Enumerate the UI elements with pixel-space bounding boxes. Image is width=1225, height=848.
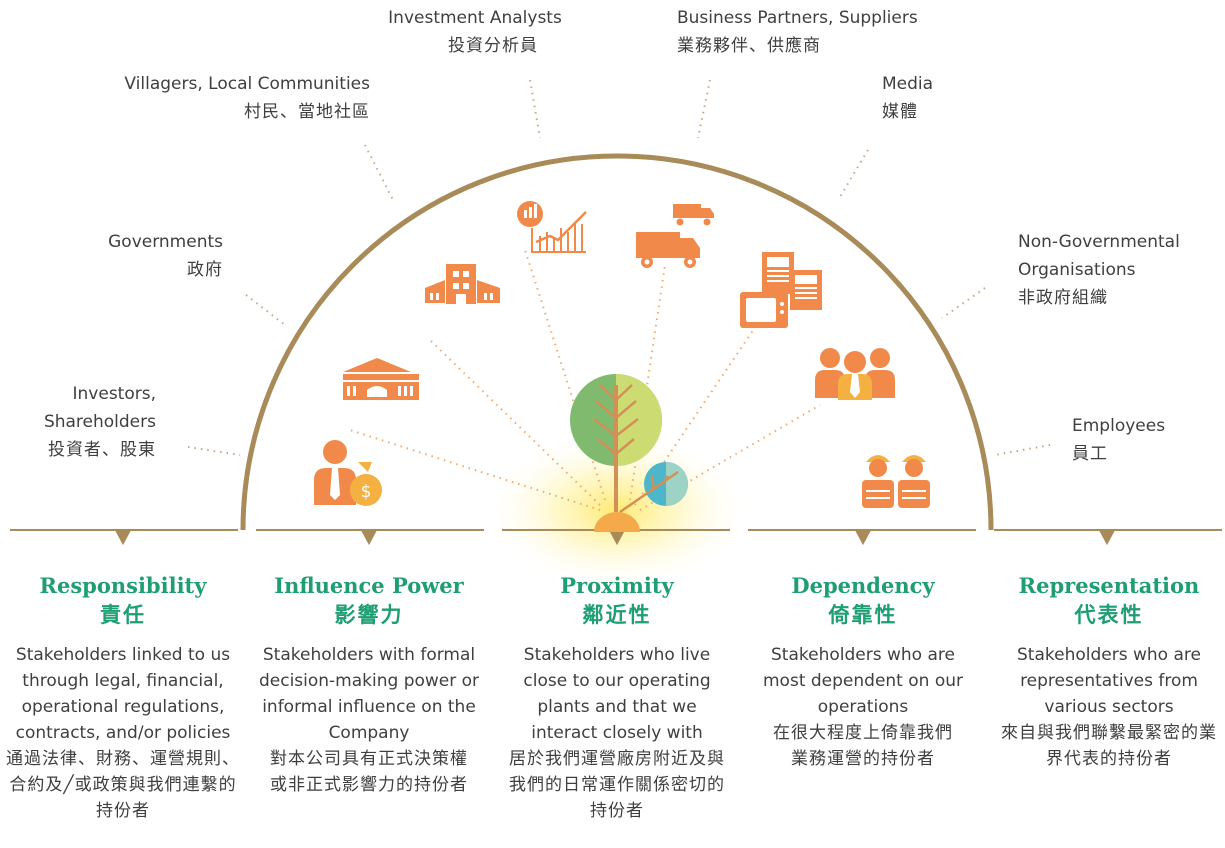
category-title-zh: 鄰近性 (582, 602, 652, 627)
stakeholder-label-en: Governments (108, 232, 223, 252)
category-title-zh: 影響力 (334, 602, 404, 627)
stakeholder-governments: Governments 政府 (80, 228, 223, 284)
category-description: Stakeholders with formal decision-making… (258, 645, 480, 743)
stakeholder-business-partners: Business Partners, Suppliers 業務夥伴、供應商 (677, 4, 937, 60)
category-description: Stakeholders who are most dependent on o… (763, 645, 963, 717)
stakeholder-label-en: Non-Governmental Organisations (1018, 232, 1180, 280)
outer-rays (187, 79, 1051, 456)
category-description: Stakeholders linked to us through legal,… (15, 645, 231, 743)
tree-icon (570, 374, 688, 532)
stakeholder-label-en: Employees (1072, 416, 1166, 436)
category-dependency: Dependency 倚靠性 Stakeholders who are most… (743, 572, 983, 772)
stakeholder-label-zh: 非政府組織 (1018, 288, 1108, 308)
factory-buildings-icon (425, 264, 500, 304)
stakeholder-label-zh: 業務夥伴、供應商 (677, 36, 821, 56)
category-proximity: Proximity 鄰近性 Stakeholders who live clos… (497, 572, 737, 824)
category-representation: Representation 代表性 Stakeholders who are … (989, 572, 1225, 772)
category-description: Stakeholders who live close to our opera… (523, 645, 711, 743)
stakeholder-label-en: Business Partners, Suppliers (677, 8, 918, 28)
category-title-zh: 責任 (100, 602, 146, 627)
stakeholder-label-en: Villagers, Local Communities (124, 74, 370, 94)
category-title: Responsibility (39, 573, 207, 598)
category-description-zh: 通過法律、財務、運營規則、合約及╱或政策與我們連繫的持份者 (6, 749, 240, 821)
delivery-trucks-icon (636, 204, 714, 268)
stakeholder-media: Media 媒體 (882, 70, 1002, 126)
stakeholder-label-zh: 政府 (187, 260, 223, 280)
category-description-zh: 居於我們運營廠房附近及與我們的日常運作關係密切的持份者 (509, 749, 725, 821)
person-dollar-icon: $ (314, 440, 382, 506)
workers-helmet-icon (862, 455, 930, 508)
category-description: Stakeholders who are representatives fro… (1017, 645, 1201, 717)
category-description-zh: 來自與我們聯繫最緊密的業界代表的持份者 (1001, 723, 1217, 769)
tv-newspaper-icon (740, 252, 822, 328)
stakeholder-label-zh: 員工 (1072, 444, 1108, 464)
category-responsibility: Responsibility 責任 Stakeholders linked to… (3, 572, 243, 824)
stakeholder-label-zh: 投資分析員 (448, 36, 538, 56)
category-title: Influence Power (274, 573, 464, 598)
stakeholder-arc (240, 153, 994, 531)
category-title: Proximity (560, 573, 674, 598)
stakeholder-investors: Investors, Shareholders 投資者、股東 (20, 380, 156, 464)
stakeholder-ngos: Non-Governmental Organisations 非政府組織 (1018, 228, 1218, 312)
stakeholder-label-en: Investment Analysts (388, 8, 562, 28)
stakeholder-label-zh: 投資者、股東 (48, 440, 156, 460)
growth-chart-icon (517, 201, 587, 253)
stakeholder-label-zh: 媒體 (882, 102, 918, 122)
category-title-zh: 倚靠性 (828, 602, 898, 627)
stakeholder-investment-analysts: Investment Analysts 投資分析員 (365, 4, 585, 60)
stakeholder-label-en: Investors, Shareholders (43, 384, 156, 432)
category-influence-power: Influence Power 影響力 Stakeholders with fo… (249, 572, 489, 798)
stakeholder-label-zh: 村民、當地社區 (244, 102, 370, 122)
category-title: Dependency (791, 573, 935, 598)
stakeholder-employees: Employees 員工 (1072, 412, 1192, 468)
stakeholder-villagers: Villagers, Local Communities 村民、當地社區 (110, 70, 370, 126)
bank-building-icon (343, 358, 419, 400)
svg-text:$: $ (361, 482, 372, 502)
office-team-icon (815, 348, 895, 400)
category-description-zh: 對本公司具有正式決策權或非正式影響力的持份者 (270, 749, 468, 795)
category-title: Representation (1018, 573, 1200, 598)
category-description-zh: 在很大程度上倚靠我們業務運營的持份者 (773, 723, 953, 769)
stakeholder-label-en: Media (882, 74, 934, 94)
category-title-zh: 代表性 (1074, 602, 1144, 627)
